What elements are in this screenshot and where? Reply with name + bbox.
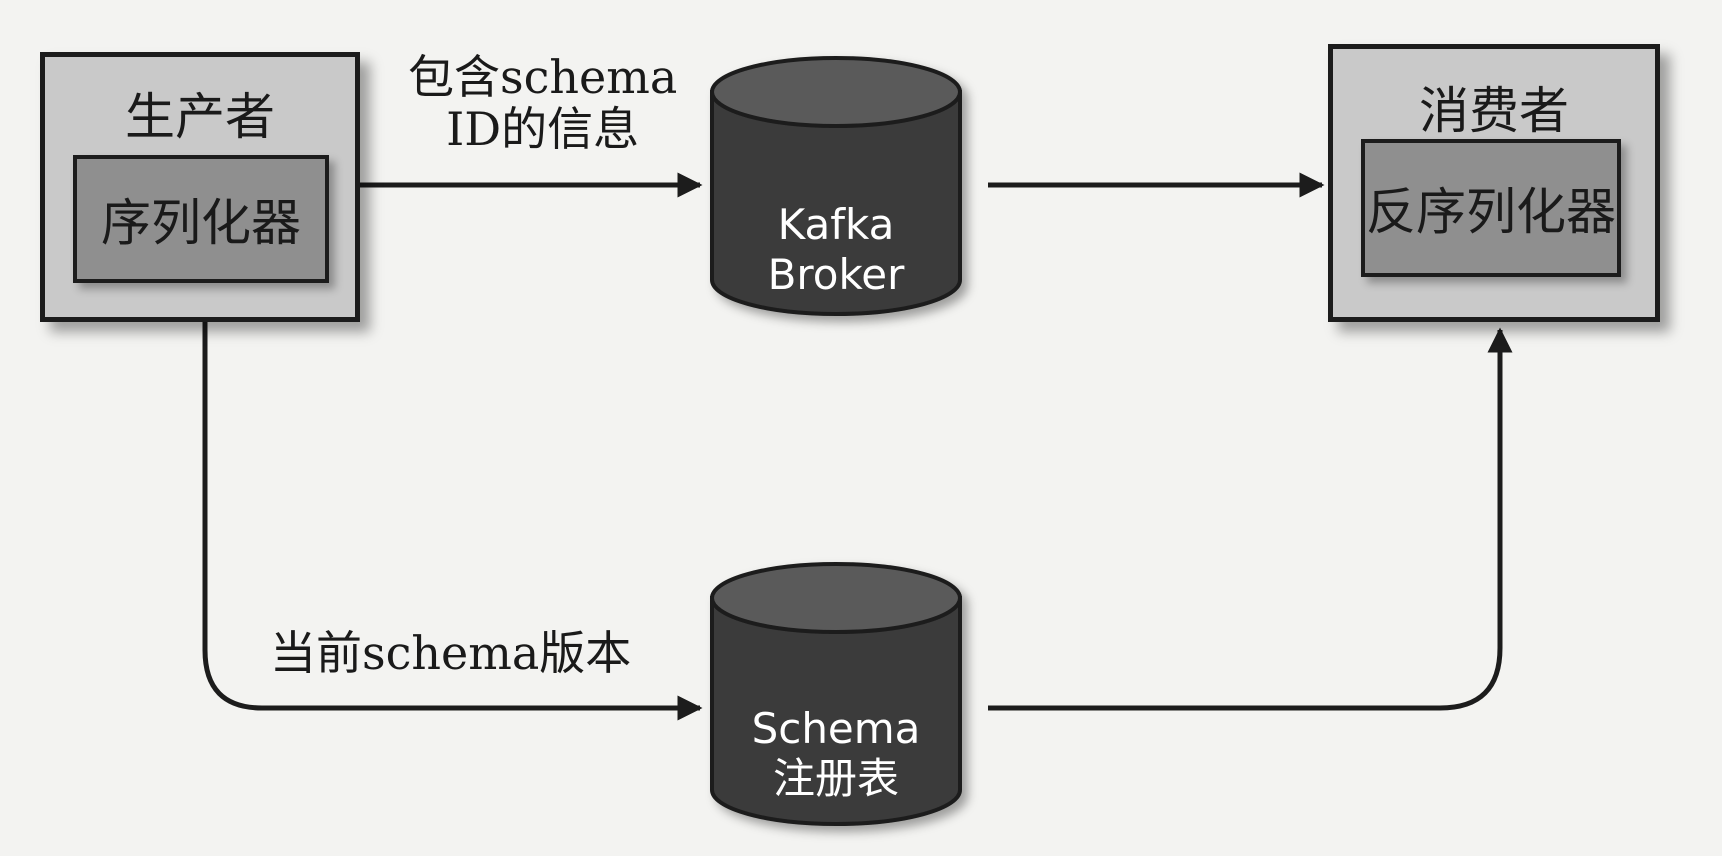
edge-producer-to-registry — [202, 322, 703, 721]
producer-title: 生产者 — [125, 88, 275, 146]
deserializer-label: 反序列化器 — [1366, 183, 1616, 241]
consumer-title: 消费者 — [1419, 82, 1569, 140]
edge-registry-to-consumer — [988, 327, 1513, 711]
kafka-label-line2: Broker — [767, 249, 905, 299]
registry-label-line1: Schema — [751, 704, 921, 753]
consumer-box: 消费者 反序列化器 — [1328, 44, 1660, 322]
registry-label-line2: 注册表 — [772, 753, 899, 803]
message-label-line1: 包含schema — [408, 50, 678, 104]
deserializer-box: 反序列化器 — [1361, 139, 1621, 277]
producer-box: 生产者 序列化器 — [40, 52, 360, 322]
version-edge-label: 当前schema版本 — [270, 626, 632, 680]
kafka-broker-label: Kafka Broker — [706, 200, 966, 299]
serializer-box: 序列化器 — [73, 155, 329, 283]
message-edge-label: 包含schema ID的信息 — [408, 50, 678, 156]
schema-registry-cylinder — [710, 562, 962, 826]
schema-registry-label: Schema 注册表 — [706, 704, 966, 803]
serializer-label: 序列化器 — [101, 194, 301, 252]
message-label-line2: ID的信息 — [446, 101, 640, 156]
kafka-broker-cylinder — [710, 56, 962, 316]
kafka-label-line1: Kafka — [777, 200, 895, 249]
